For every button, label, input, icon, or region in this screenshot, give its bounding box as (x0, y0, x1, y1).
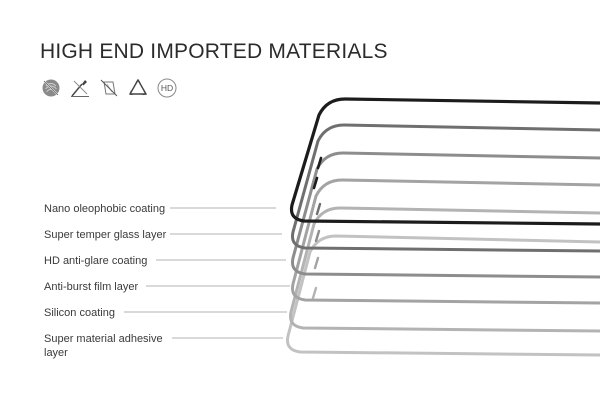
glass-layer-silicon (289, 206, 600, 333)
glass-layer-tempered-glass (291, 123, 600, 253)
layer-label-tempered-glass: Super temper glass layer (44, 229, 167, 241)
hd-badge-text: HD (161, 83, 173, 93)
hd-badge-icon: HD (157, 78, 177, 98)
glass-layer-anti-burst (291, 178, 600, 305)
layer-label-nano-oleophobic: Nano oleophobic coating (44, 203, 166, 215)
recyclable-icon (129, 78, 148, 96)
glass-layer-adhesive (286, 234, 600, 357)
glass-layer-anti-glare (291, 151, 600, 279)
feature-icon-row: HD (40, 76, 178, 100)
layer-label-anti-burst: Anti-burst film layer (44, 281, 139, 293)
anti-glare-icon (100, 79, 118, 97)
layer-label-adhesive: Super material adhesive layer (44, 333, 163, 359)
layer-label-silicon: Silicon coating (44, 307, 115, 319)
anti-fingerprint-icon (42, 79, 60, 97)
scratch-resistant-icon (71, 80, 89, 97)
headline: HIGH END IMPORTED MATERIALS (40, 40, 388, 63)
glass-layer-oleophobic (289, 97, 600, 226)
layer-label-anti-glare: HD anti-glare coating (44, 255, 148, 267)
